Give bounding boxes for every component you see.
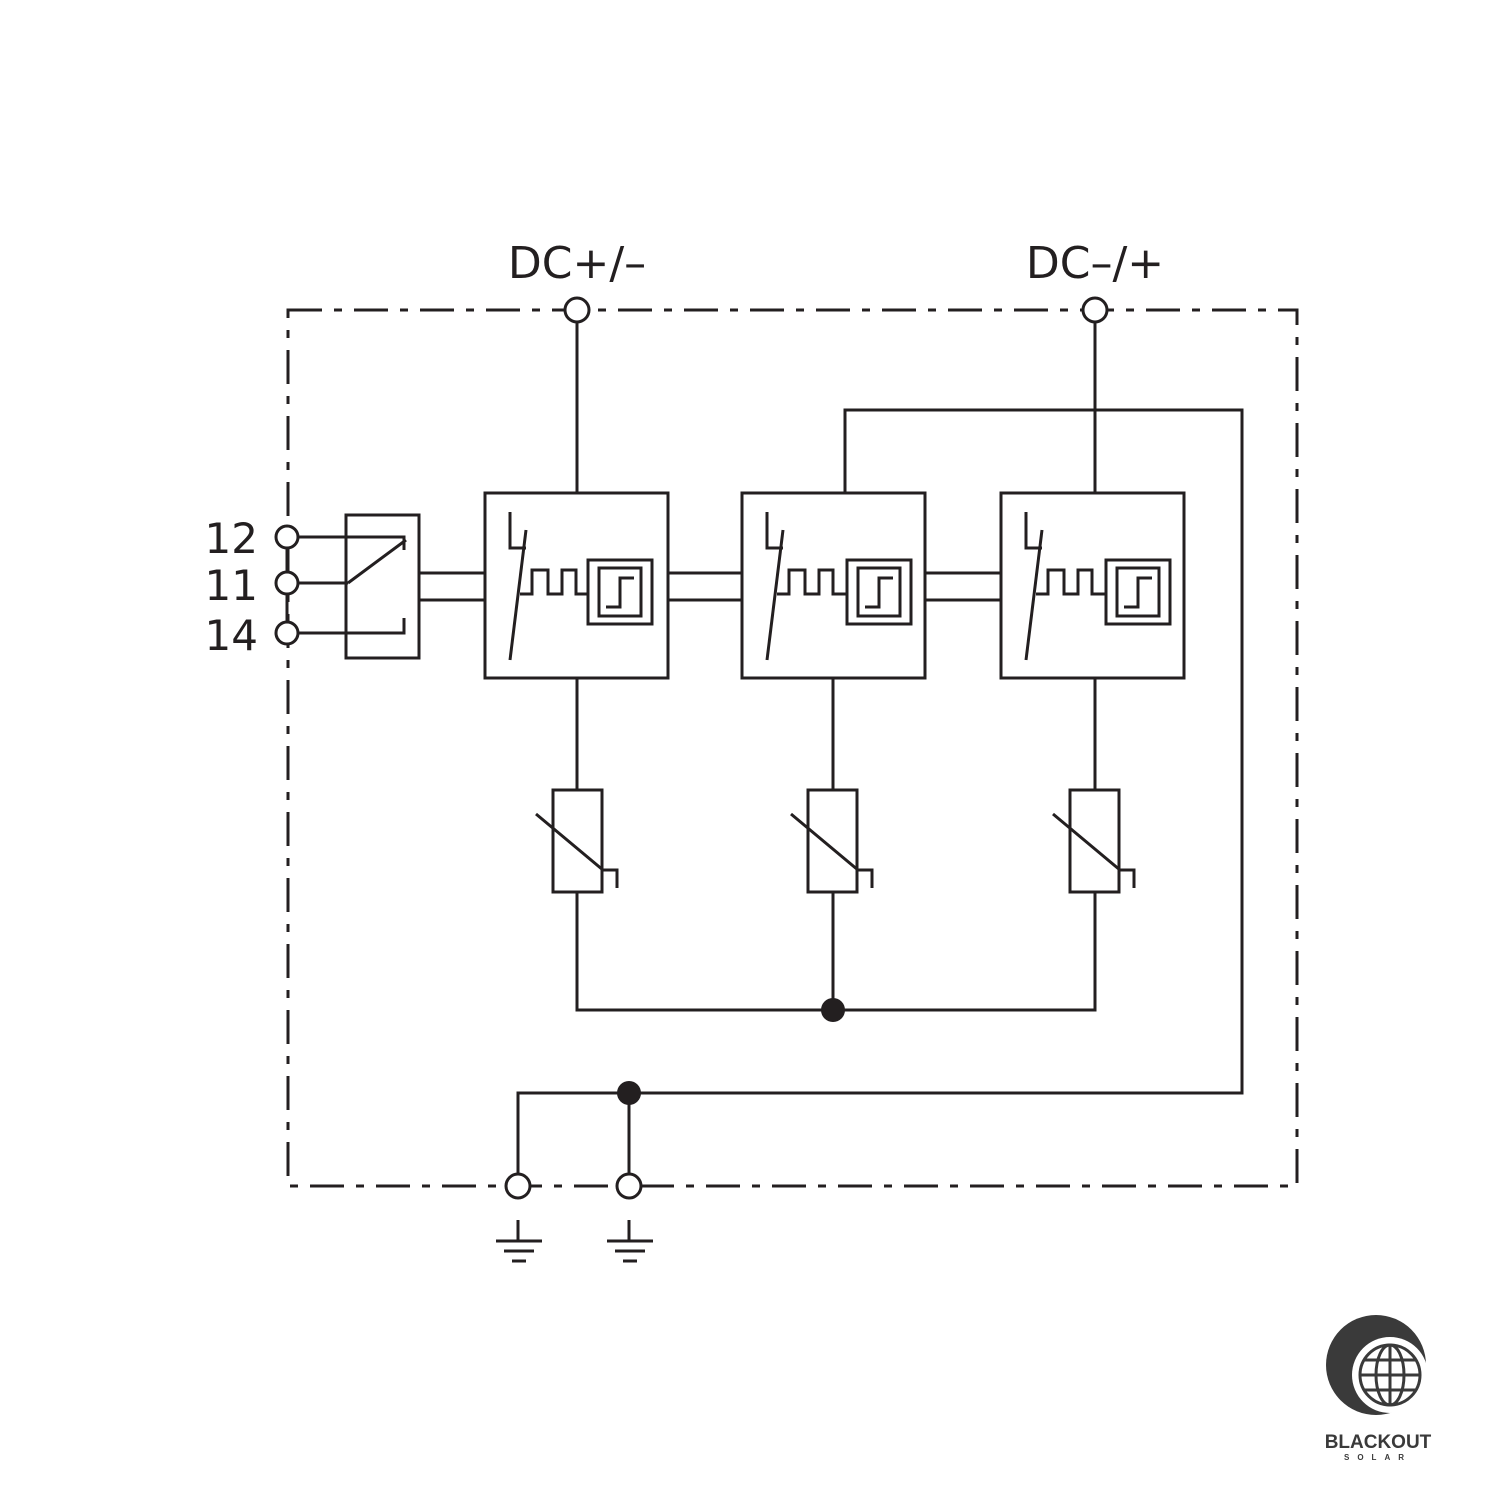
terminal-pe-2 bbox=[615, 1172, 643, 1200]
terminal-dc-plus-minus bbox=[563, 296, 591, 324]
terminal-pe-1 bbox=[504, 1172, 532, 1200]
ground-icon bbox=[496, 1220, 542, 1263]
enclosure-border bbox=[286, 308, 1299, 1188]
logo-subtext: SOLAR bbox=[1344, 1453, 1412, 1462]
disconnect-module-3 bbox=[999, 491, 1186, 680]
varistor-1 bbox=[535, 788, 619, 894]
varistor-bus bbox=[575, 892, 1097, 1012]
label-terminal-11: 11 bbox=[205, 561, 258, 610]
disconnect-module-1 bbox=[483, 491, 670, 680]
terminal-12 bbox=[274, 524, 300, 550]
ground-icon bbox=[607, 1220, 653, 1263]
label-dc-plus-minus: DC+/– bbox=[508, 238, 646, 289]
label-dc-minus-plus: DC–/+ bbox=[1026, 238, 1164, 289]
cross-wire bbox=[629, 408, 1244, 1095]
label-terminal-14: 14 bbox=[205, 611, 258, 660]
logo-wordmark: BLACKOUT bbox=[1325, 1432, 1432, 1453]
aux-contact-block bbox=[344, 513, 421, 660]
terminal-14 bbox=[274, 620, 300, 646]
terminal-dc-minus-plus bbox=[1081, 296, 1109, 324]
terminal-11 bbox=[274, 570, 300, 596]
label-terminal-12: 12 bbox=[205, 514, 258, 563]
disconnect-module-2 bbox=[740, 491, 927, 680]
varistor-2 bbox=[790, 788, 874, 894]
blackout-solar-logo: BLACKOUT SOLAR bbox=[1325, 1315, 1432, 1462]
junction-dot-bus bbox=[821, 998, 845, 1022]
varistor-3 bbox=[1052, 788, 1136, 894]
globe-icon bbox=[1358, 1343, 1422, 1407]
junction-dot-pe bbox=[617, 1081, 641, 1105]
